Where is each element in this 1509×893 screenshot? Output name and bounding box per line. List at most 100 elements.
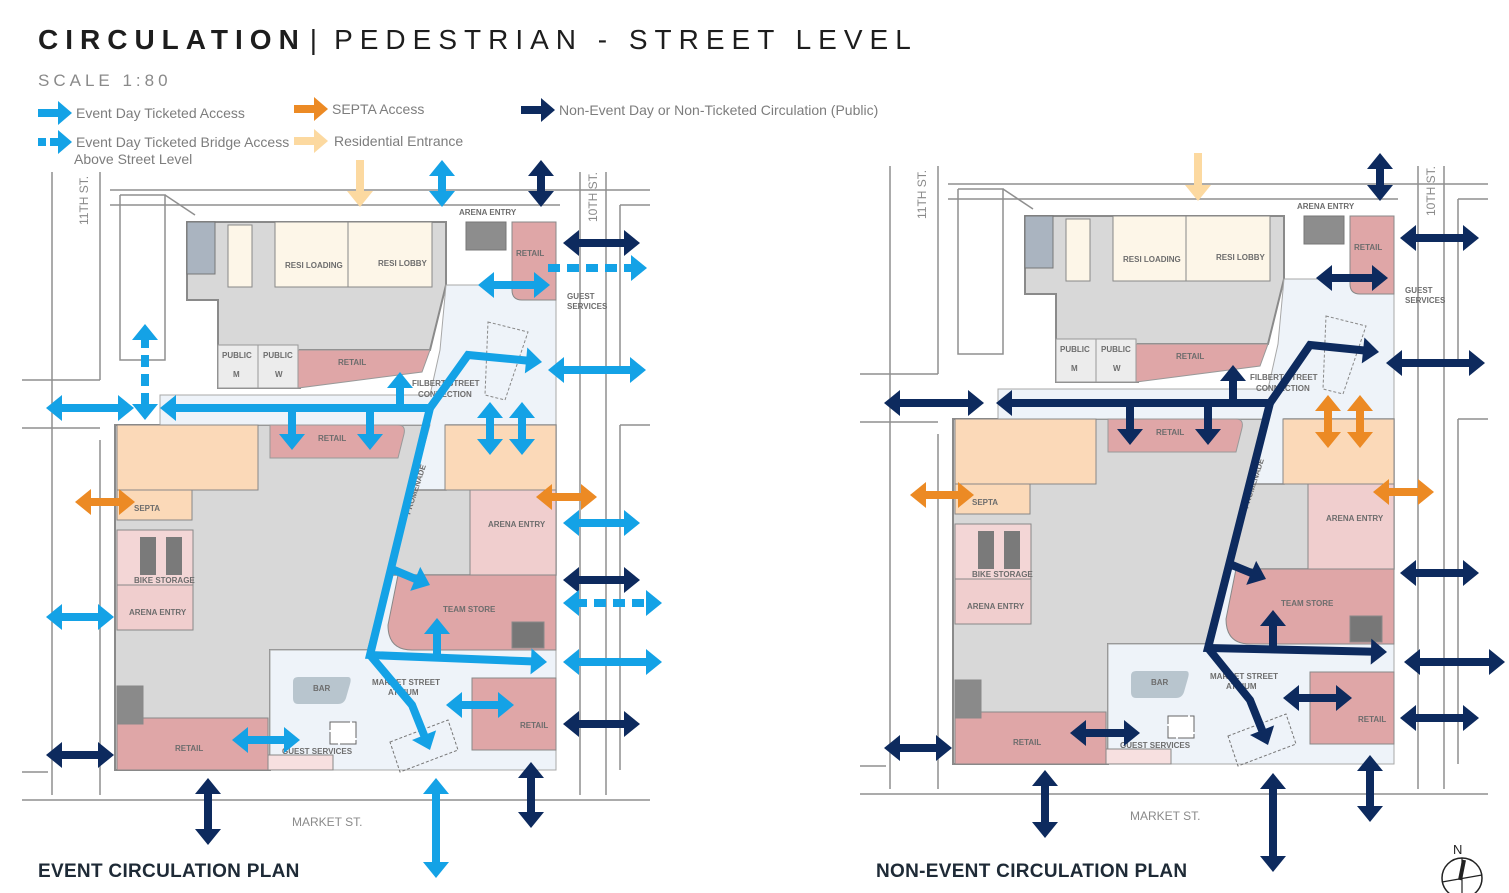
label-resi-loading: RESI LOADING [285, 261, 343, 270]
room [1065, 218, 1091, 282]
entry-stair [1227, 713, 1297, 767]
room-arena-entry-east [1307, 483, 1395, 570]
label-retail: RETAIL [516, 249, 544, 258]
room-retail-se [471, 677, 557, 751]
room-resi-lobby [347, 221, 433, 288]
event-access-arrow-head [477, 439, 503, 455]
label-public-m: PUBLIC [222, 351, 252, 360]
public-access-arrow-head [936, 735, 952, 761]
public-access-arrow-head [884, 390, 900, 416]
septa-access-arrow-head [1347, 432, 1373, 448]
public-access-arrow-head [624, 711, 640, 737]
public-branch-arrow-head [1246, 560, 1266, 585]
public-branch-arrow-head [1260, 610, 1286, 626]
label-arena-entry: ARENA ENTRY [488, 520, 546, 529]
legend-label: SEPTA Access [332, 101, 425, 117]
label-retail: RETAIL [1156, 428, 1184, 437]
event-access-arrow-head [548, 357, 564, 383]
event-access-arrow-head [563, 649, 579, 675]
scale-label: SCALE 1:80 [38, 71, 172, 90]
public-access-arrow-head [1400, 560, 1416, 586]
public-path-arrow [1204, 645, 1268, 736]
core-room [954, 679, 982, 719]
event-branch-arrow [392, 566, 421, 585]
orange-arrow-icon [294, 97, 328, 121]
bridge-access-arrow-head [563, 590, 579, 616]
label-bike-storage: BIKE STORAGE [134, 576, 195, 585]
room-septa-concourse [954, 418, 1097, 485]
room-septa-east [1282, 418, 1395, 485]
public-access-arrow-head [1260, 856, 1286, 872]
blue-dashed-arrow-icon [38, 130, 72, 154]
street-lines [22, 172, 650, 801]
public-branch-arrow-head [1220, 365, 1246, 381]
label-m: M [233, 370, 240, 379]
label-arena-entry: ARENA ENTRY [1326, 514, 1384, 523]
event-path-arrow-head [160, 395, 176, 421]
public-access-arrow-head [563, 230, 579, 256]
public-access-arrow-head [1070, 720, 1086, 746]
public-access-arrow-head [1463, 225, 1479, 251]
public-access-arrow-head [1283, 685, 1299, 711]
stair [329, 721, 357, 745]
label-team-store: TEAM STORE [443, 605, 496, 614]
public-access-arrow-head [1469, 350, 1485, 376]
room [227, 224, 253, 288]
event-access-arrow-head [534, 272, 550, 298]
label-resi-lobby: RESI LOBBY [1216, 253, 1266, 262]
legend-non-event: Non-Event Day or Non-Ticketed Circulatio… [521, 98, 878, 122]
event-access-arrow-head [478, 272, 494, 298]
public-access-arrow-head [1400, 225, 1416, 251]
label-w: W [275, 370, 283, 379]
title-bold: CIRCULATION [38, 24, 306, 55]
street-label-11th: 11TH ST. [77, 176, 91, 225]
event-path-arrow-head [524, 347, 542, 374]
legend-label: Residential Entrance [334, 133, 464, 149]
entry-stair [389, 719, 459, 773]
legend-label: Event Day Ticketed Access [76, 105, 245, 121]
bike-rack [1004, 531, 1020, 569]
public-access-arrow-head [1336, 685, 1352, 711]
label-connection: CONNECTION [418, 390, 472, 399]
event-access-arrow-head [509, 402, 535, 418]
septa-access-arrow-head [1347, 395, 1373, 411]
legend-label: Non-Event Day or Non-Ticketed Circulatio… [559, 102, 879, 118]
label-septa: SEPTA [134, 504, 160, 513]
filbert-stair [484, 321, 529, 401]
plan-title-event: EVENT CIRCULATION PLAN [38, 861, 300, 882]
event-access-arrow-head [118, 395, 134, 421]
label-guest: GUEST [1405, 286, 1433, 295]
label-arena-entry: ARENA ENTRY [129, 608, 187, 617]
room-arena-entry-east [469, 489, 557, 576]
public-access-arrow-head [518, 812, 544, 828]
event-access-arrow-head [477, 402, 503, 418]
label-retail: RETAIL [520, 721, 548, 730]
room-resi-lobby [1185, 215, 1271, 282]
bar [1131, 671, 1189, 698]
label-retail: RETAIL [1176, 352, 1204, 361]
room-retail-ne [511, 221, 557, 301]
label-public-m: PUBLIC [1060, 345, 1090, 354]
septa-access-arrow-head [1418, 479, 1434, 505]
legend-event-bridge: Event Day Ticketed Bridge Access [38, 130, 289, 154]
bike-rack [166, 537, 182, 575]
public-access-arrow-head [1124, 720, 1140, 746]
label-team-store: TEAM STORE [1281, 599, 1334, 608]
event-access-arrow-head [563, 510, 579, 536]
room-resi-loading [274, 221, 349, 288]
public-path-arrow-head [1249, 725, 1275, 745]
label-retail: RETAIL [175, 744, 203, 753]
public-access-arrow-head [563, 711, 579, 737]
legend-septa: SEPTA Access [294, 97, 424, 121]
event-branch-arrow-head [279, 434, 305, 450]
event-access-arrow-head [624, 510, 640, 536]
room-guest-services [267, 754, 334, 771]
septa-access-arrow-head [958, 482, 974, 508]
label-services: SERVICES [1405, 296, 1446, 305]
public-branch-arrow [1230, 561, 1257, 579]
site-plan-base-non-event: RESI LOADING RESI LOBBY ARENA ENTRY RETA… [860, 166, 1488, 823]
room-retail-north [297, 349, 431, 389]
filbert-stair [1322, 315, 1367, 395]
septa-access-arrow-head [581, 484, 597, 510]
